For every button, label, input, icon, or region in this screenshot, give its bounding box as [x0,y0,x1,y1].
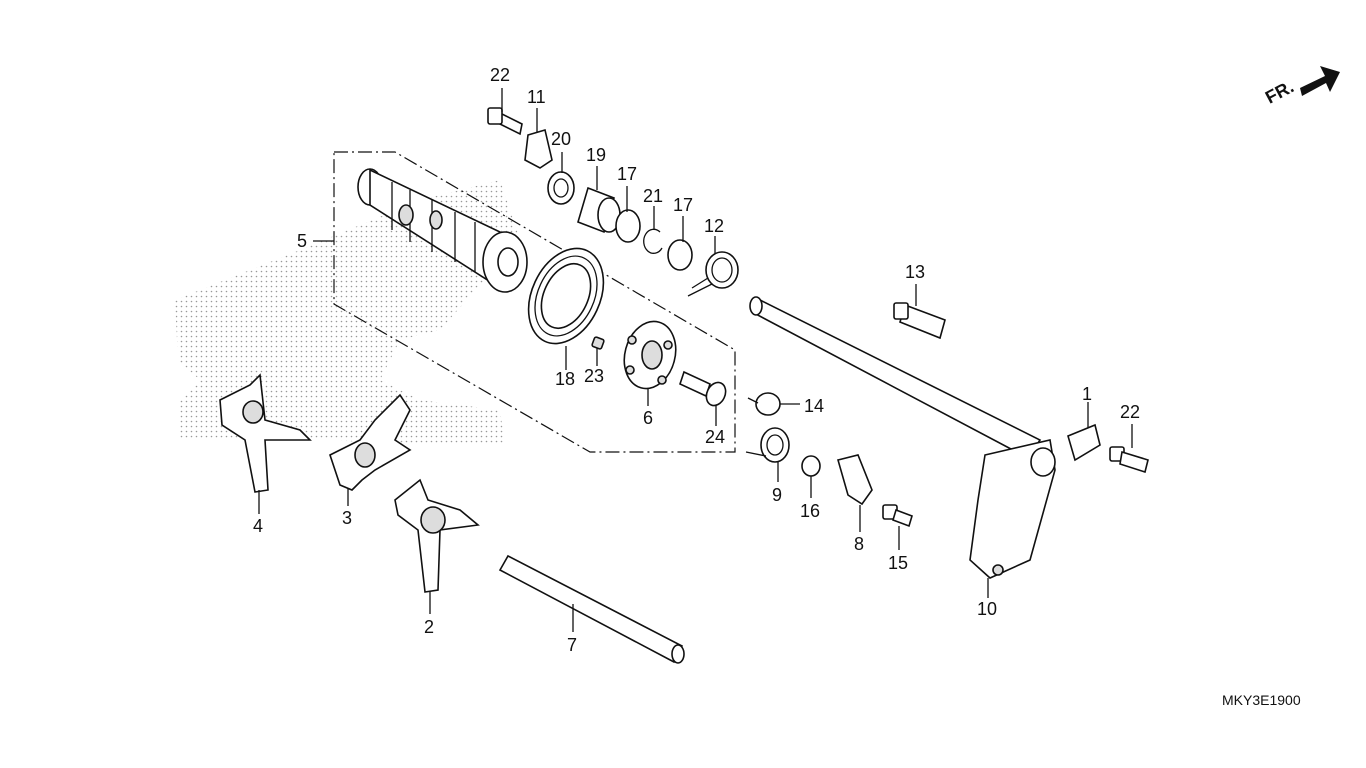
callout-10: 10 [977,599,998,619]
callout-6: 6 [643,408,654,428]
drum-center-part-6 [623,320,677,390]
shift-drum-part-5 [357,168,528,293]
callout-12: 12 [704,216,725,236]
callout-22-top: 22 [490,65,511,85]
washer-part-17-a [615,209,641,243]
callout-5: 5 [297,231,308,251]
pin-part-23 [591,336,605,350]
washer-part-16 [801,455,821,477]
circlip-part-21 [643,228,663,254]
socket-bolt-part-24 [679,370,727,407]
callout-23: 23 [584,366,605,386]
callout-2: 2 [424,617,435,637]
gearshift-spindle-part-10 [749,296,1056,579]
callout-22-right: 22 [1120,402,1141,422]
leader-lines [258,88,1133,632]
flange-bolt-part-22-right [1109,446,1149,474]
flange-bolt-part-22-top [487,107,523,136]
callout-21: 21 [643,186,664,206]
callout-18: 18 [555,369,576,389]
callout-19: 19 [586,145,607,165]
callout-14: 14 [804,396,825,416]
plate-part-8 [837,454,873,506]
bearing-part-18 [527,247,605,345]
callout-17-b: 17 [673,195,694,215]
callout-11: 11 [527,87,546,107]
callout-4: 4 [253,516,264,536]
fork-shaft-part-7 [498,554,685,664]
stud-bolt-part-13 [893,302,946,340]
callout-16: 16 [800,501,821,521]
stopper-plate-part-11 [524,128,553,169]
shift-fork-part-3 [329,393,412,491]
callout-1: 1 [1082,384,1093,404]
callout-8: 8 [854,534,865,554]
callout-3: 3 [342,508,353,528]
washer-part-17-b [667,239,693,271]
callout-24: 24 [705,427,726,447]
callout-7: 7 [567,635,578,655]
callout-9: 9 [772,485,783,505]
bracket-part-1 [1067,423,1101,462]
callout-20: 20 [551,129,572,149]
callout-17-a: 17 [617,164,638,184]
needle-bearing-part-19 [577,186,621,234]
callout-13: 13 [905,262,926,282]
spring-part-12 [687,251,739,297]
diagram-code: MKY3E1900 [1222,692,1301,708]
return-spring-part-9 [745,427,790,463]
bolt-part-15 [882,504,913,528]
shift-fork-part-2 [394,478,480,593]
drum-assembly-boundary [333,151,736,453]
bolt-part-14 [747,392,781,416]
shift-fork-part-4 [219,373,312,493]
front-direction-arrow-icon [1300,66,1340,96]
callout-15: 15 [888,553,909,573]
ring-part-20 [547,171,575,205]
